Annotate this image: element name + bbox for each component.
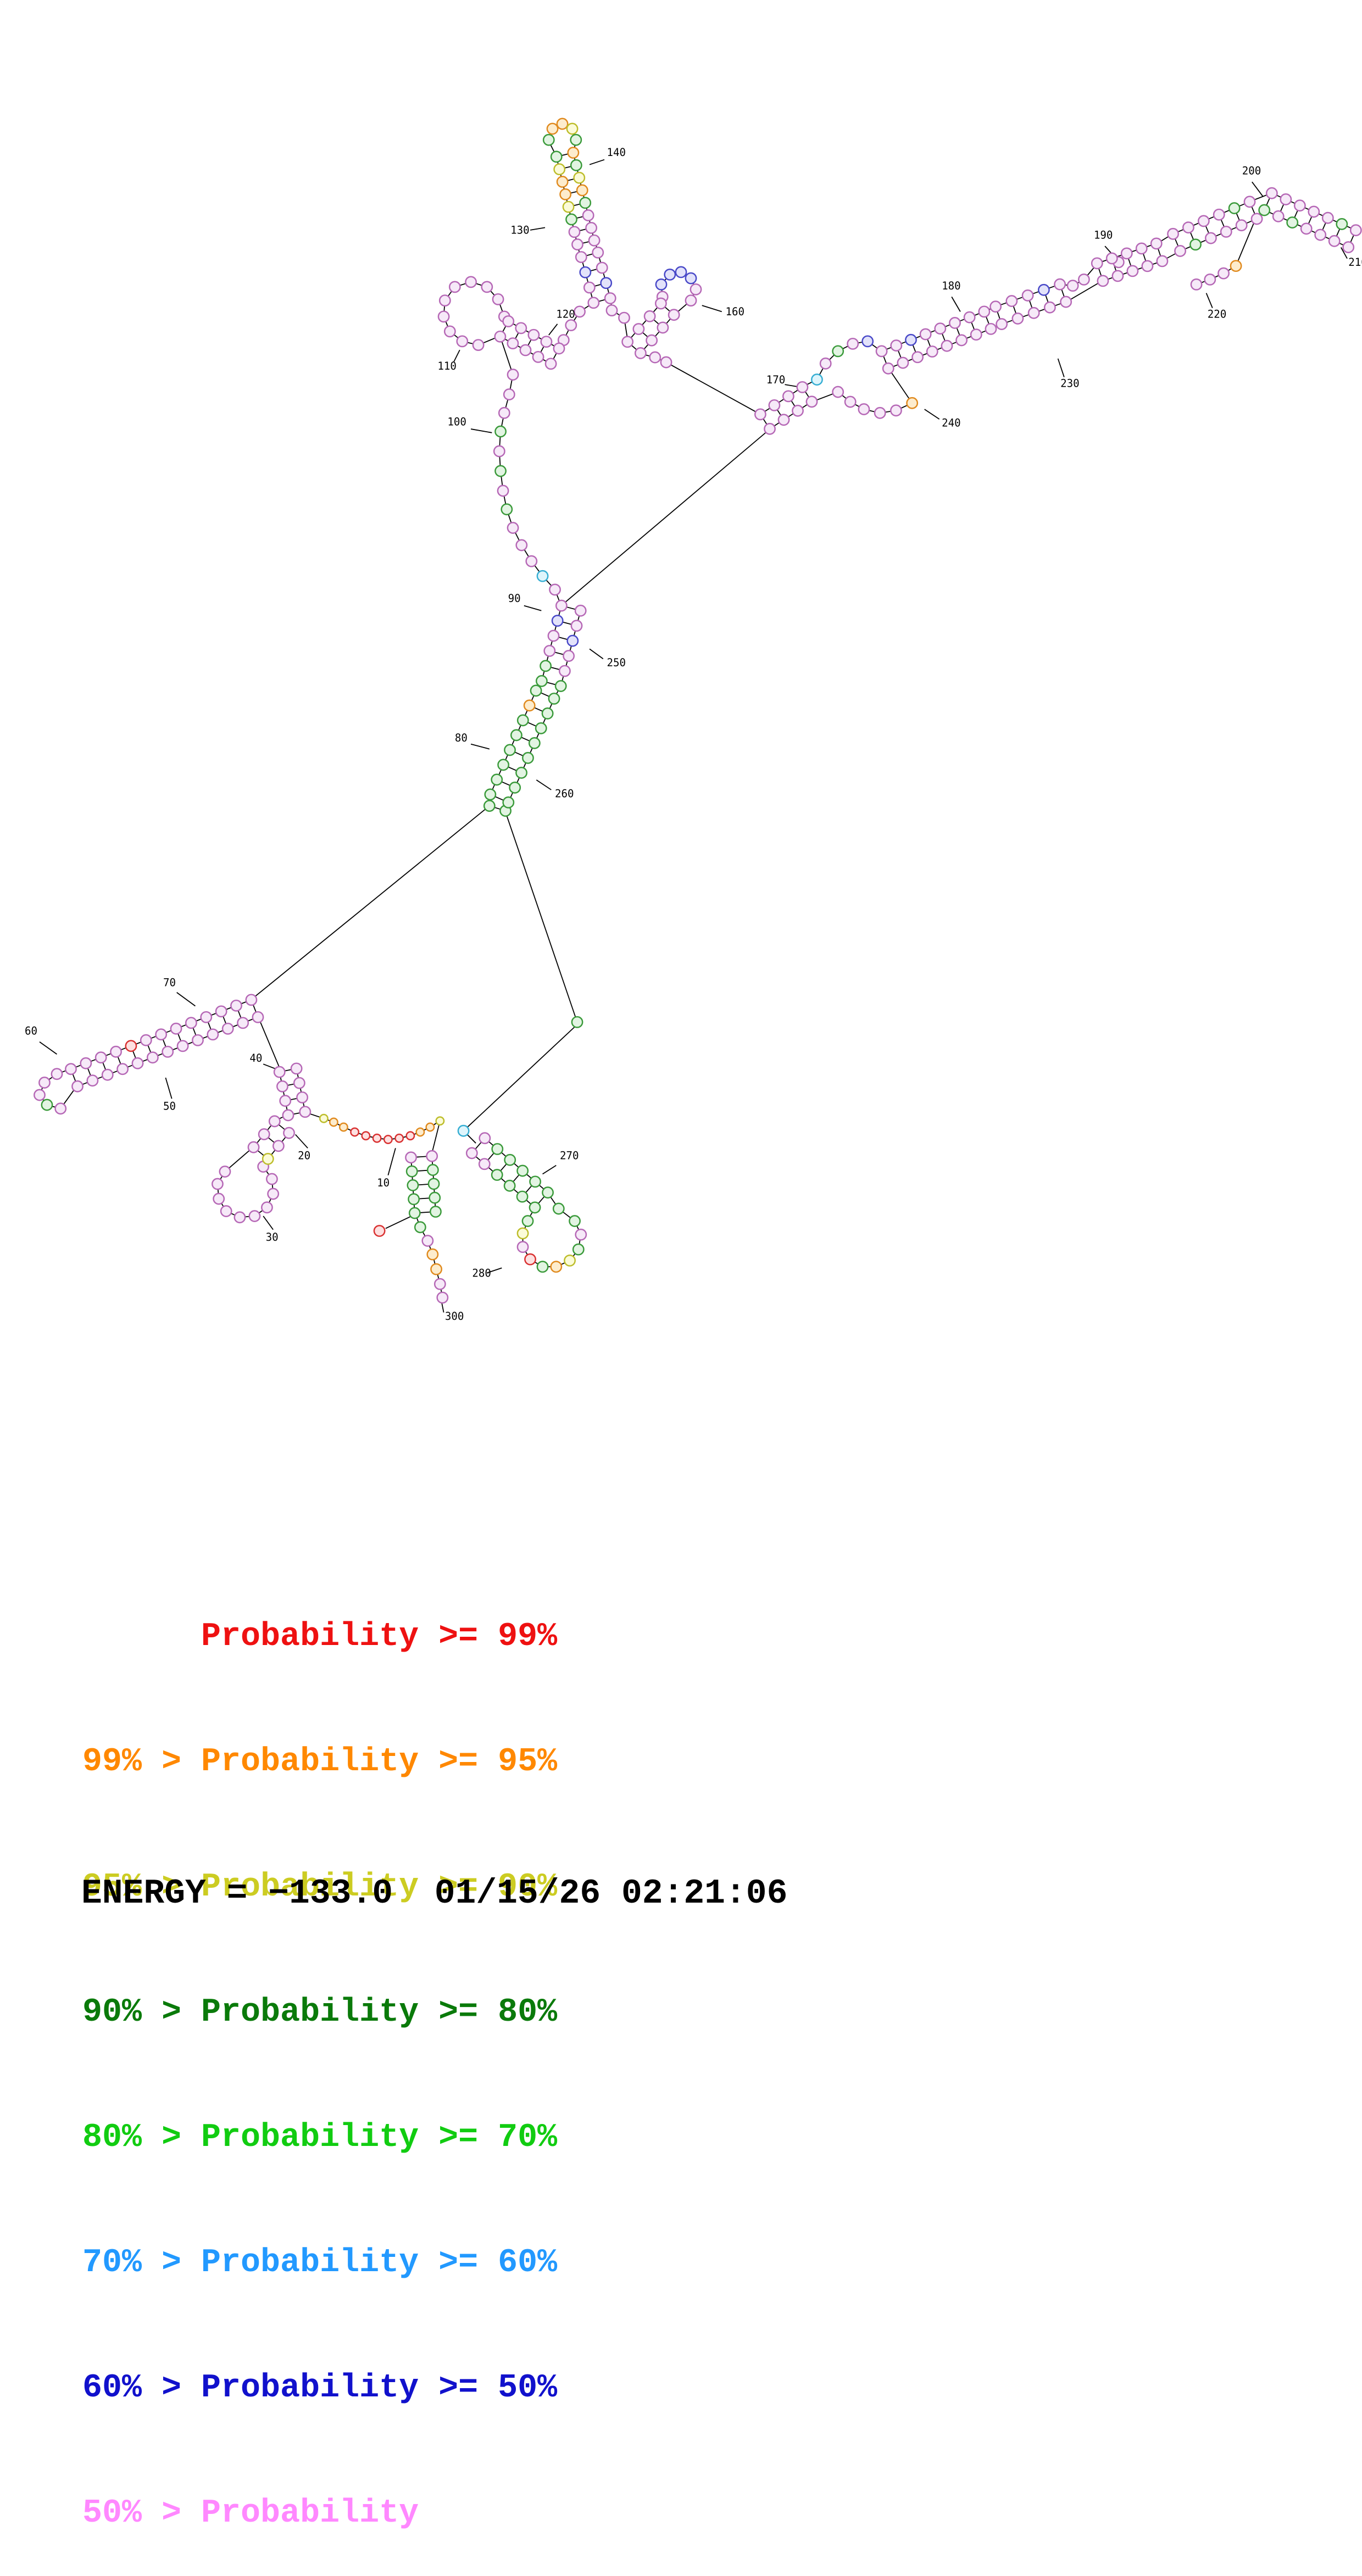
svg-text:30: 30 [266,1231,279,1244]
svg-text:140: 140 [607,146,626,159]
legend-row-70-80: 80% > Probability >= 70% [82,2119,558,2156]
svg-text:190: 190 [1094,229,1113,242]
legend-row-99: Probability >= 99% [82,1618,558,1655]
svg-text:40: 40 [249,1052,262,1064]
svg-text:240: 240 [942,417,961,430]
svg-text:80: 80 [455,732,468,744]
svg-text:60: 60 [25,1024,37,1037]
svg-text:250: 250 [607,656,626,669]
svg-text:110: 110 [437,360,457,372]
svg-text:260: 260 [555,787,574,800]
svg-text:270: 270 [560,1150,579,1162]
legend-row-lt50: 50% > Probability [82,2495,419,2532]
svg-text:300: 300 [445,1310,464,1323]
svg-text:210: 210 [1348,256,1362,269]
legend-row-80-90: 90% > Probability >= 80% [82,1994,558,2031]
svg-text:220: 220 [1208,308,1227,321]
legend-row-95-99: 99% > Probability >= 95% [82,1743,558,1781]
svg-text:70: 70 [163,977,176,989]
rna-structure-diagram: 10 20 30 40 50 60 70 80 90 100 110 120 130 140 160 170 1… [25,118,1362,1323]
svg-text:180: 180 [942,280,961,292]
legend-row-50-60: 60% > Probability >= 50% [82,2369,558,2407]
svg-text:120: 120 [556,308,575,321]
svg-text:100: 100 [447,415,466,428]
svg-text:20: 20 [298,1150,310,1162]
svg-text:160: 160 [725,305,744,318]
svg-text:230: 230 [1060,377,1080,390]
svg-text:200: 200 [1242,165,1261,177]
svg-text:130: 130 [510,224,530,237]
legend-row-90-95: 95% > Probability >= 90% [82,1869,558,1906]
svg-text:280: 280 [472,1267,491,1279]
svg-text:90: 90 [508,592,521,605]
svg-text:170: 170 [766,373,786,386]
probability-legend: Probability >= 99% 99% > Probability >= … [82,1532,557,2576]
svg-text:50: 50 [163,1100,176,1113]
legend-row-60-70: 70% > Probability >= 60% [82,2244,558,2282]
energy-annotation: ENERGY = −133.0 01/15/26 02:21:06 [81,1874,788,1913]
svg-text:10: 10 [377,1177,390,1189]
